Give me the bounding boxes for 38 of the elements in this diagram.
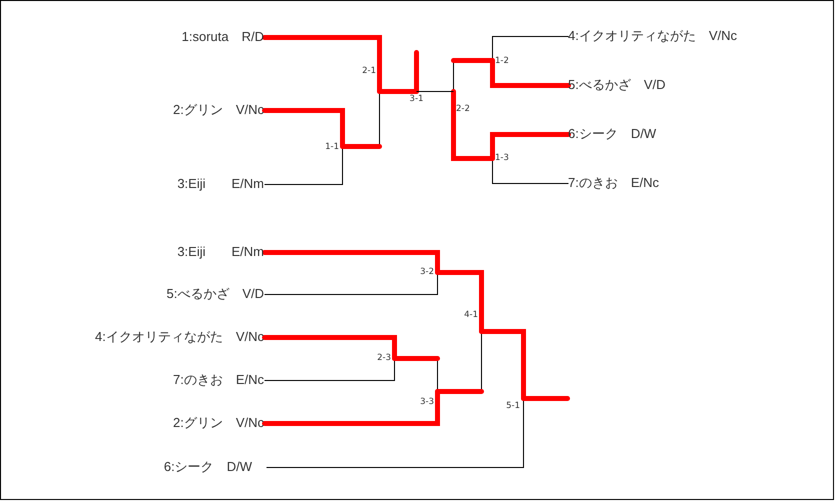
player-name: 1:soruta R/D [182,28,264,46]
match-label: 3-2 [414,266,434,278]
player-name: 7:のきお E/Nc [568,174,660,192]
player-name: 2:グリン V/Nc [172,101,264,119]
player-name: 7:のきお E/Nc [172,371,264,389]
player-name: 3:Eiji E/Nm [177,243,264,261]
match-label: 1-2 [495,55,514,67]
player-name: 3:Eiji E/Nm [177,175,264,193]
bracket-line [266,398,524,468]
bracket-line [392,356,440,392]
bracket-line [340,91,382,149]
bracket-line [451,58,495,92]
bracket-line [492,158,569,184]
player-name: 6:シーク D/W [164,458,266,476]
bracket-line [492,36,569,61]
bracket-line [435,331,484,394]
match-label: 2-3 [371,352,391,364]
player-name: 2:グリン V/Nc [172,414,264,432]
player-name: 5:べるかざ V/D [166,285,264,303]
player-name: 5:べるかざ V/D [568,76,666,94]
match-label: 2-2 [456,93,476,115]
player-name: 6:シーク D/W [568,125,656,143]
match-label: 2-1 [356,66,376,92]
player-name: 4:イクオリティながた V/Nc [94,328,264,346]
match-label: 5-1 [500,400,520,412]
player-name: 4:イクオリティながた V/Nc [568,27,738,45]
match-label: 3-3 [414,394,434,408]
match-label: 1-3 [495,152,514,164]
bracket-line [264,358,395,381]
bracket-line [521,396,570,401]
bracket-line [414,50,419,94]
match-label: 1-1 [320,141,339,153]
bracket-line [451,89,495,161]
bracket-line [416,91,454,92]
match-label: 4-1 [457,310,478,331]
bracket-line [264,272,438,295]
match-label: 3-1 [407,94,426,105]
bracket-line [264,146,343,185]
